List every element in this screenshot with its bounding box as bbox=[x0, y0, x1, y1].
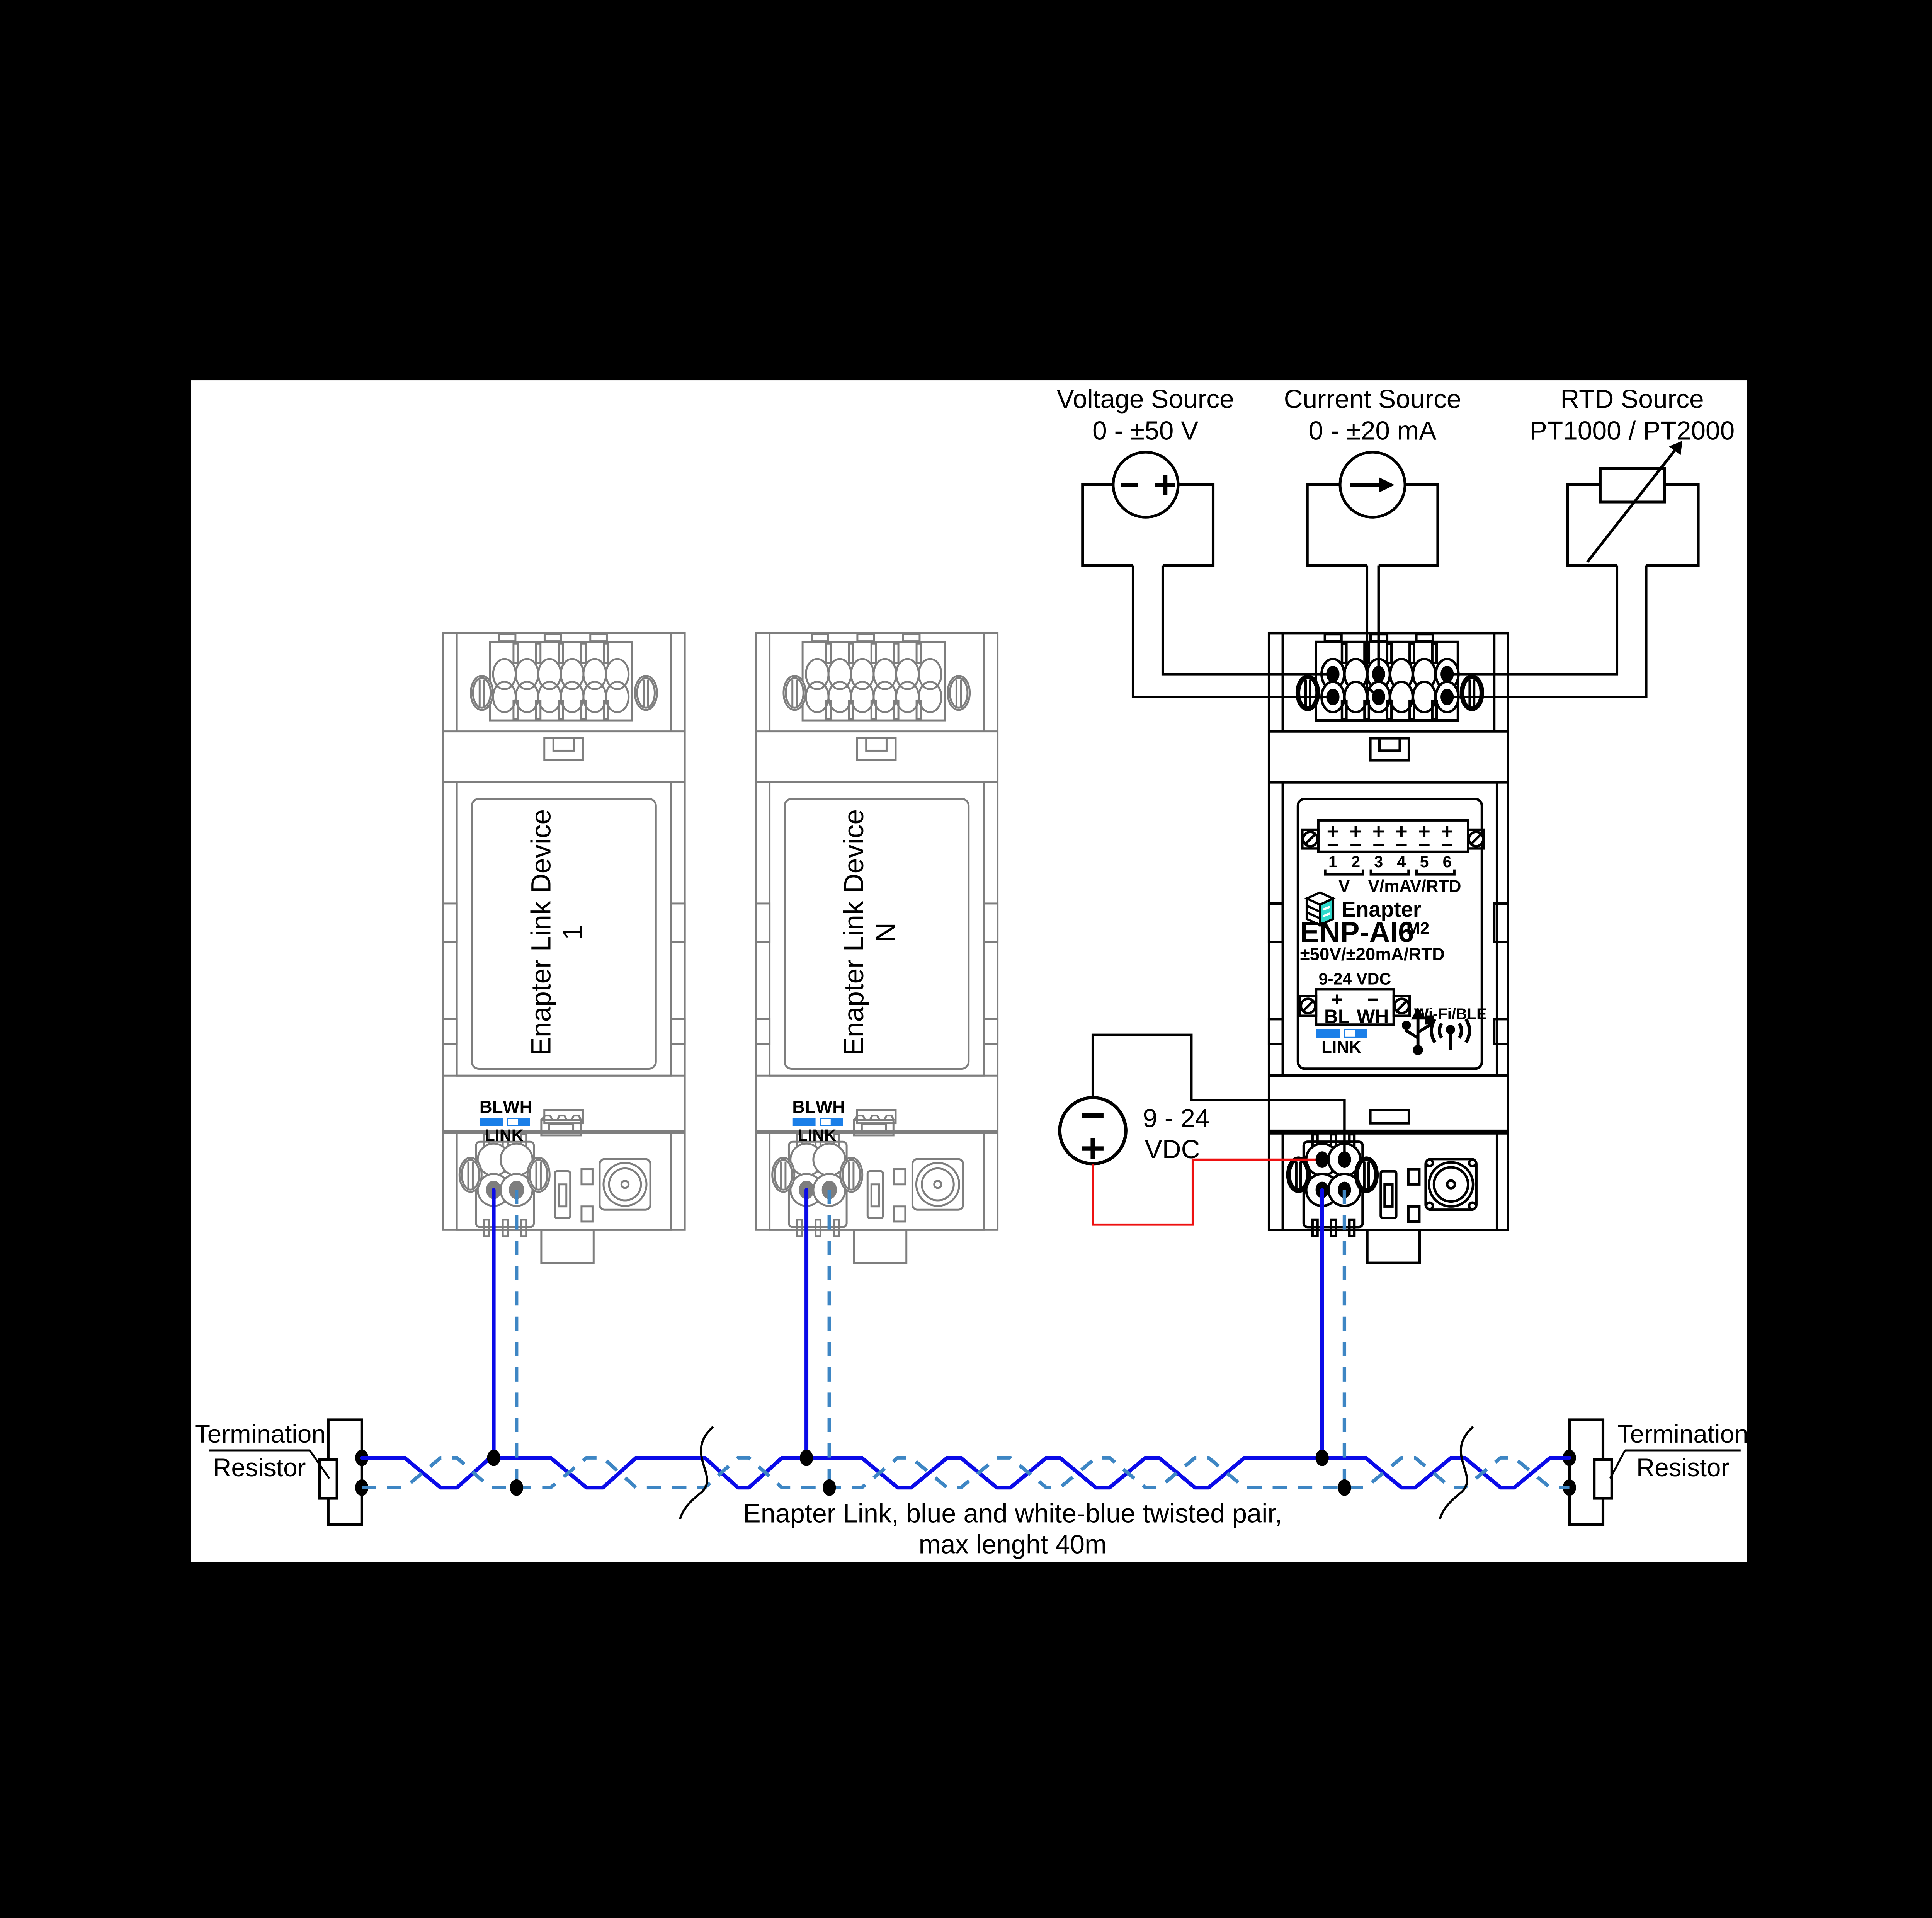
link-label: LINK bbox=[798, 1126, 836, 1145]
terminal-number: 2 bbox=[1351, 853, 1360, 871]
rtd-source-range: PT1000 / PT2000 bbox=[1530, 416, 1735, 445]
group-label-v: V bbox=[1338, 877, 1350, 896]
link-device-n-number: N bbox=[870, 922, 901, 942]
termination-right-line2: Resistor bbox=[1636, 1453, 1729, 1482]
wh-label: WH bbox=[503, 1097, 532, 1116]
wh-label: WH bbox=[1357, 1006, 1389, 1027]
link-device-n-label: Enapter Link Device bbox=[838, 809, 869, 1056]
termination-resistor-right bbox=[1563, 1418, 1741, 1527]
arrow-icon bbox=[1379, 477, 1395, 493]
link-device-1-graphics bbox=[443, 633, 685, 1263]
plus-sign: + bbox=[1332, 989, 1343, 1010]
rating-label: ±50V/±20mA/RTD bbox=[1300, 945, 1445, 964]
minus-sign: − bbox=[1367, 989, 1378, 1010]
rtd-source-box bbox=[1566, 483, 1700, 567]
link-device-n-port-labels: BL WH LINK bbox=[792, 1097, 845, 1145]
plus-sign: + bbox=[1395, 820, 1408, 843]
enp-ai6-device bbox=[1267, 631, 1509, 1264]
bl-label: BL bbox=[1324, 1006, 1350, 1027]
power-supply-unit: VDC bbox=[1145, 1135, 1200, 1164]
terminal-minus-row: − − − − − − bbox=[1327, 833, 1453, 856]
minus-sign: − bbox=[1395, 833, 1408, 856]
power-input-label: 9-24 VDC bbox=[1319, 970, 1391, 988]
antenna-icon bbox=[1430, 1018, 1471, 1050]
blue-wire bbox=[360, 1456, 1571, 1490]
termination-right-line1: Termination bbox=[1617, 1420, 1748, 1448]
link-device-1-label: Enapter Link Device bbox=[526, 809, 556, 1056]
caption-line1: Enapter Link, blue and white-blue twiste… bbox=[743, 1499, 1282, 1528]
current-source-range: 0 - ±20 mA bbox=[1309, 416, 1437, 445]
rtd-source-title: RTD Source bbox=[1560, 385, 1704, 414]
voltage-source: Voltage Source 0 - ±50 V bbox=[1057, 385, 1234, 567]
white-blue-wire bbox=[362, 1456, 1570, 1489]
enp-ai6-panel-text: + + + + + + − − − − − − 1 2 3 4 5 6 V V/… bbox=[1300, 820, 1487, 1057]
link-device-1-port-labels: BL WH LINK bbox=[480, 1097, 532, 1145]
plus-sign: + bbox=[1372, 820, 1385, 843]
terminal-number: 4 bbox=[1397, 853, 1406, 871]
signal-wires bbox=[1131, 565, 1648, 705]
terminal-number: 3 bbox=[1374, 853, 1383, 871]
arrow-icon bbox=[1669, 441, 1682, 455]
link-device-1-number: 1 bbox=[557, 925, 588, 940]
break-mark-icon bbox=[679, 1426, 714, 1520]
minus-sign: − bbox=[1441, 833, 1453, 856]
plus-sign: + bbox=[1441, 820, 1453, 843]
power-wires bbox=[1091, 1033, 1351, 1226]
power-supply-9-24vdc: 9 - 24 VDC bbox=[1058, 1096, 1210, 1166]
rtd-source: RTD Source PT1000 / PT2000 bbox=[1530, 385, 1735, 567]
termination-left-line2: Resistor bbox=[213, 1453, 306, 1482]
power-supply-range: 9 - 24 bbox=[1143, 1104, 1209, 1133]
plus-sign: + bbox=[1418, 820, 1430, 843]
group-label-vma: V/mA bbox=[1368, 877, 1412, 896]
model-name: ENP-AI6 bbox=[1300, 916, 1414, 948]
minus-sign: − bbox=[1372, 833, 1385, 856]
minus-sign: − bbox=[1350, 833, 1362, 856]
enapter-logo bbox=[1304, 891, 1336, 927]
terminal-plus-row: + + + + + + bbox=[1327, 820, 1453, 843]
terminal-number: 6 bbox=[1443, 853, 1452, 871]
bl-label: BL bbox=[792, 1097, 816, 1116]
model-variant: M2 bbox=[1406, 919, 1429, 938]
twisted-pair bbox=[360, 1188, 1571, 1520]
break-mark-icon bbox=[1439, 1426, 1474, 1520]
wh-label: WH bbox=[816, 1097, 845, 1116]
minus-sign: − bbox=[1327, 833, 1339, 856]
plus-sign: + bbox=[1327, 820, 1339, 843]
bl-label: BL bbox=[480, 1097, 503, 1116]
current-source-title: Current Source bbox=[1284, 385, 1461, 414]
minus-sign: − bbox=[1418, 833, 1430, 856]
termination-resistor-left bbox=[209, 1418, 369, 1527]
usb-icon bbox=[1401, 1007, 1434, 1055]
group-label-vrtd: V/RTD bbox=[1410, 877, 1461, 896]
plus-sign: + bbox=[1350, 820, 1362, 843]
caption-line2: max lenght 40m bbox=[918, 1530, 1107, 1559]
terminal-number: 1 bbox=[1328, 853, 1337, 871]
voltage-source-symbol bbox=[1112, 451, 1180, 519]
terminal-numbers: 1 2 3 4 5 6 bbox=[1328, 853, 1452, 871]
current-source: Current Source 0 - ±20 mA bbox=[1284, 385, 1461, 567]
rtd-resistor-symbol bbox=[1599, 467, 1666, 504]
terminal-number: 5 bbox=[1420, 853, 1429, 871]
link-label: LINK bbox=[1321, 1038, 1361, 1057]
brand-name: Enapter bbox=[1342, 897, 1422, 921]
voltage-source-range: 0 - ±50 V bbox=[1092, 416, 1198, 445]
termination-left-line1: Termination bbox=[195, 1420, 326, 1448]
link-label: LINK bbox=[485, 1126, 524, 1145]
voltage-source-title: Voltage Source bbox=[1057, 385, 1234, 414]
wifi-ble-label: Wi-Fi/BLE bbox=[1414, 1006, 1487, 1023]
link-device-n-graphics bbox=[756, 633, 998, 1263]
